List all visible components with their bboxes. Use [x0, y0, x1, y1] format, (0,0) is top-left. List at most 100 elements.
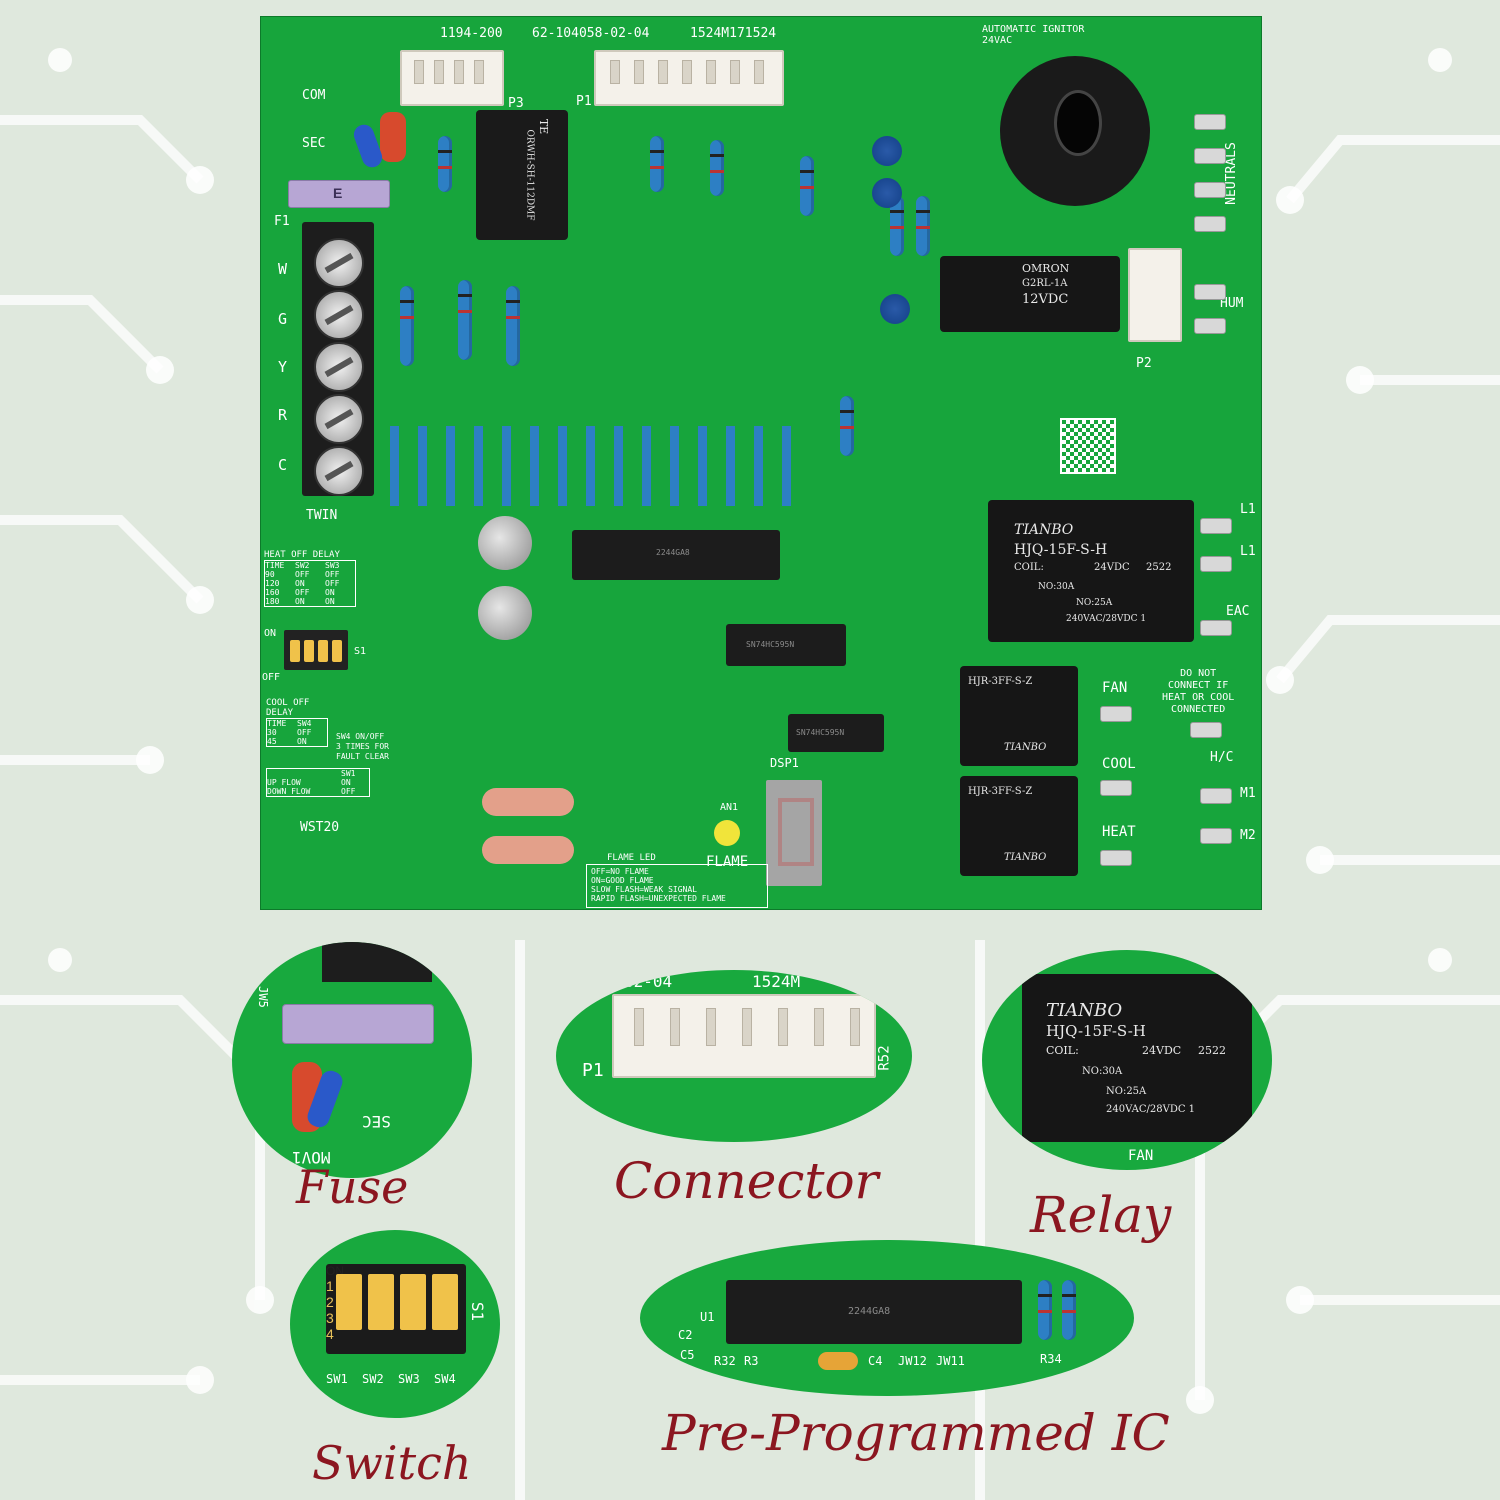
fuse[interactable]: E	[288, 180, 390, 208]
eac-label: EAC	[1226, 604, 1250, 619]
detail-relay-code: 2522	[1198, 1044, 1226, 1057]
quick-connect-tab[interactable]	[1200, 620, 1232, 636]
power-resistor	[482, 788, 574, 816]
heat-off-cell: 160	[265, 588, 280, 597]
heat-off-cell: ON	[295, 597, 305, 606]
resistor	[890, 196, 904, 256]
fan-relay-brand: TIANBO	[1004, 742, 1047, 753]
detail-switch-sw1: SW1	[326, 1372, 348, 1386]
connector-p3[interactable]	[400, 50, 504, 106]
do-not-connect-warning: DO NOT CONNECT IF HEAT OR COOL CONNECTED	[1162, 668, 1235, 715]
heat-off-cell: 120	[265, 579, 280, 588]
terminal-block[interactable]	[302, 222, 374, 496]
cool-off-header: TIME	[267, 719, 287, 728]
sec-label: SEC	[302, 136, 326, 151]
detail-ic-u1: U1	[700, 1310, 715, 1324]
quick-connect-tab[interactable]	[1100, 706, 1132, 722]
main-relay: TIANBO HJQ-15F-S-H COIL: 24VDC 2522 NO:3…	[988, 500, 1194, 642]
ic-u3: SN74HC595N	[788, 714, 884, 752]
control-board: 1194-200 62-104058-02-04 1524M171524 AUT…	[260, 16, 1262, 910]
quick-connect-tab[interactable]	[1194, 114, 1226, 130]
detail-resistor	[1038, 1280, 1052, 1340]
detail-dip-1: 1	[326, 1278, 334, 1294]
detail-relay-no: NO:30A	[1082, 1066, 1123, 1077]
flow-cell: ON	[341, 778, 351, 787]
quick-connect-tab[interactable]	[1200, 518, 1232, 534]
flame-led-title: FLAME LED	[607, 853, 656, 863]
seven-segment-display	[766, 780, 822, 886]
resistor	[916, 196, 930, 256]
resistor	[800, 156, 814, 216]
detail-ic-c5: C5	[680, 1348, 695, 1362]
quick-connect-tab[interactable]	[1194, 182, 1226, 198]
flow-cell: UP FLOW	[267, 778, 301, 787]
connector-p2[interactable]	[1128, 248, 1182, 342]
fuse-letter: E	[333, 185, 343, 201]
flame-led-off: OFF=NO FLAME	[591, 867, 649, 876]
dsp1-label: DSP1	[770, 756, 799, 770]
heat-off-cell: 90	[265, 570, 275, 579]
quick-connect-tab[interactable]	[1100, 780, 1132, 796]
dip-s1-label: S1	[354, 646, 367, 657]
detail-fuse-terminal	[322, 942, 432, 982]
detail-relay-model: HJQ-15F-S-H	[1046, 1022, 1146, 1040]
flame-led-on: ON=GOOD FLAME	[591, 876, 654, 885]
detail-ic-chip: 2244GA8	[726, 1280, 1022, 1344]
caption-fuse: Fuse	[296, 1160, 409, 1214]
heat-off-delay-table: HEAT OFF DELAY TIME SW2 SW3 90 OFF OFF 1…	[264, 550, 356, 607]
detail-ic-r34: R34	[1040, 1352, 1062, 1366]
u1-marking: 2244GA8	[656, 548, 690, 557]
quick-connect-tab[interactable]	[1194, 318, 1226, 334]
quick-connect-tab[interactable]	[1200, 788, 1232, 804]
detail-relay-brand: TIANBO	[1046, 1000, 1123, 1021]
heat-relay: HJR-3FF-S-Z TIANBO	[960, 776, 1078, 876]
electrolytic-capacitor	[872, 136, 902, 166]
heat-off-title: HEAT OFF DELAY	[264, 550, 340, 560]
dip-switch-s1[interactable]	[284, 630, 348, 670]
quick-connect-tab[interactable]	[1100, 850, 1132, 866]
quick-connect-tab[interactable]	[1200, 556, 1232, 572]
detail-fuse-body	[282, 1004, 434, 1044]
detail-connector-header	[612, 994, 876, 1078]
heat-off-cell: ON	[325, 588, 335, 597]
detail-switch-sw4: SW4	[434, 1372, 456, 1386]
detail-relay-nc: NO:25A	[1106, 1086, 1147, 1097]
detail-relay-fan: FAN	[1128, 1148, 1154, 1164]
flame-label: FLAME	[706, 854, 749, 870]
quick-connect-tab[interactable]	[1194, 216, 1226, 232]
u3-marking: SN74HC595N	[796, 728, 845, 737]
connector-p2-label: P2	[1136, 356, 1152, 371]
twin-label: TWIN	[306, 508, 338, 523]
detail-relay: TIANBO HJQ-15F-S-H COIL: 24VDC 2522 NO:3…	[982, 950, 1272, 1170]
quick-connect-tab[interactable]	[1194, 284, 1226, 300]
detail-connector-date: 1524M	[752, 972, 801, 991]
detail-ic-r3: R3	[744, 1354, 759, 1368]
caption-switch: Switch	[312, 1436, 472, 1490]
omron-relay-brand: OMRON	[1022, 262, 1070, 275]
fan-relay-model: HJR-3FF-S-Z	[968, 676, 1033, 687]
detail-fuse-sec: SEC	[362, 1112, 391, 1131]
heat-off-cell: OFF	[325, 570, 340, 579]
flow-cell: OFF	[341, 787, 356, 796]
flame-led-legend: FLAME LED OFF=NO FLAME ON=GOOD FLAME SLO…	[586, 853, 768, 908]
dip-on-label: ON	[264, 628, 277, 639]
detail-fuse: JW5 SEC MOV1	[232, 942, 472, 1178]
terminal-y-label: Y	[278, 358, 288, 376]
microcontroller-u1: 2244GA8	[572, 530, 780, 580]
igniter-socket[interactable]	[1000, 56, 1150, 206]
heat-label: HEAT	[1102, 824, 1136, 840]
flow-header: SW1	[341, 769, 356, 778]
u2-marking: SN74HC595N	[746, 640, 795, 649]
quick-connect-tab[interactable]	[1200, 828, 1232, 844]
terminal-w-label: W	[278, 260, 288, 278]
detail-resistor	[1062, 1280, 1076, 1340]
quick-connect-tab[interactable]	[1190, 722, 1222, 738]
igniter-label: AUTOMATIC IGNITOR 24VAC	[982, 24, 1085, 46]
connector-p1[interactable]	[594, 50, 784, 106]
detail-switch-sw2: SW2	[362, 1372, 384, 1386]
quick-connect-tab[interactable]	[1194, 148, 1226, 164]
resistor	[438, 136, 452, 192]
wst20-label: WST20	[300, 820, 340, 835]
board-model-number: 62-104058-02-04	[532, 26, 650, 41]
cool-off-cell: ON	[297, 737, 307, 746]
